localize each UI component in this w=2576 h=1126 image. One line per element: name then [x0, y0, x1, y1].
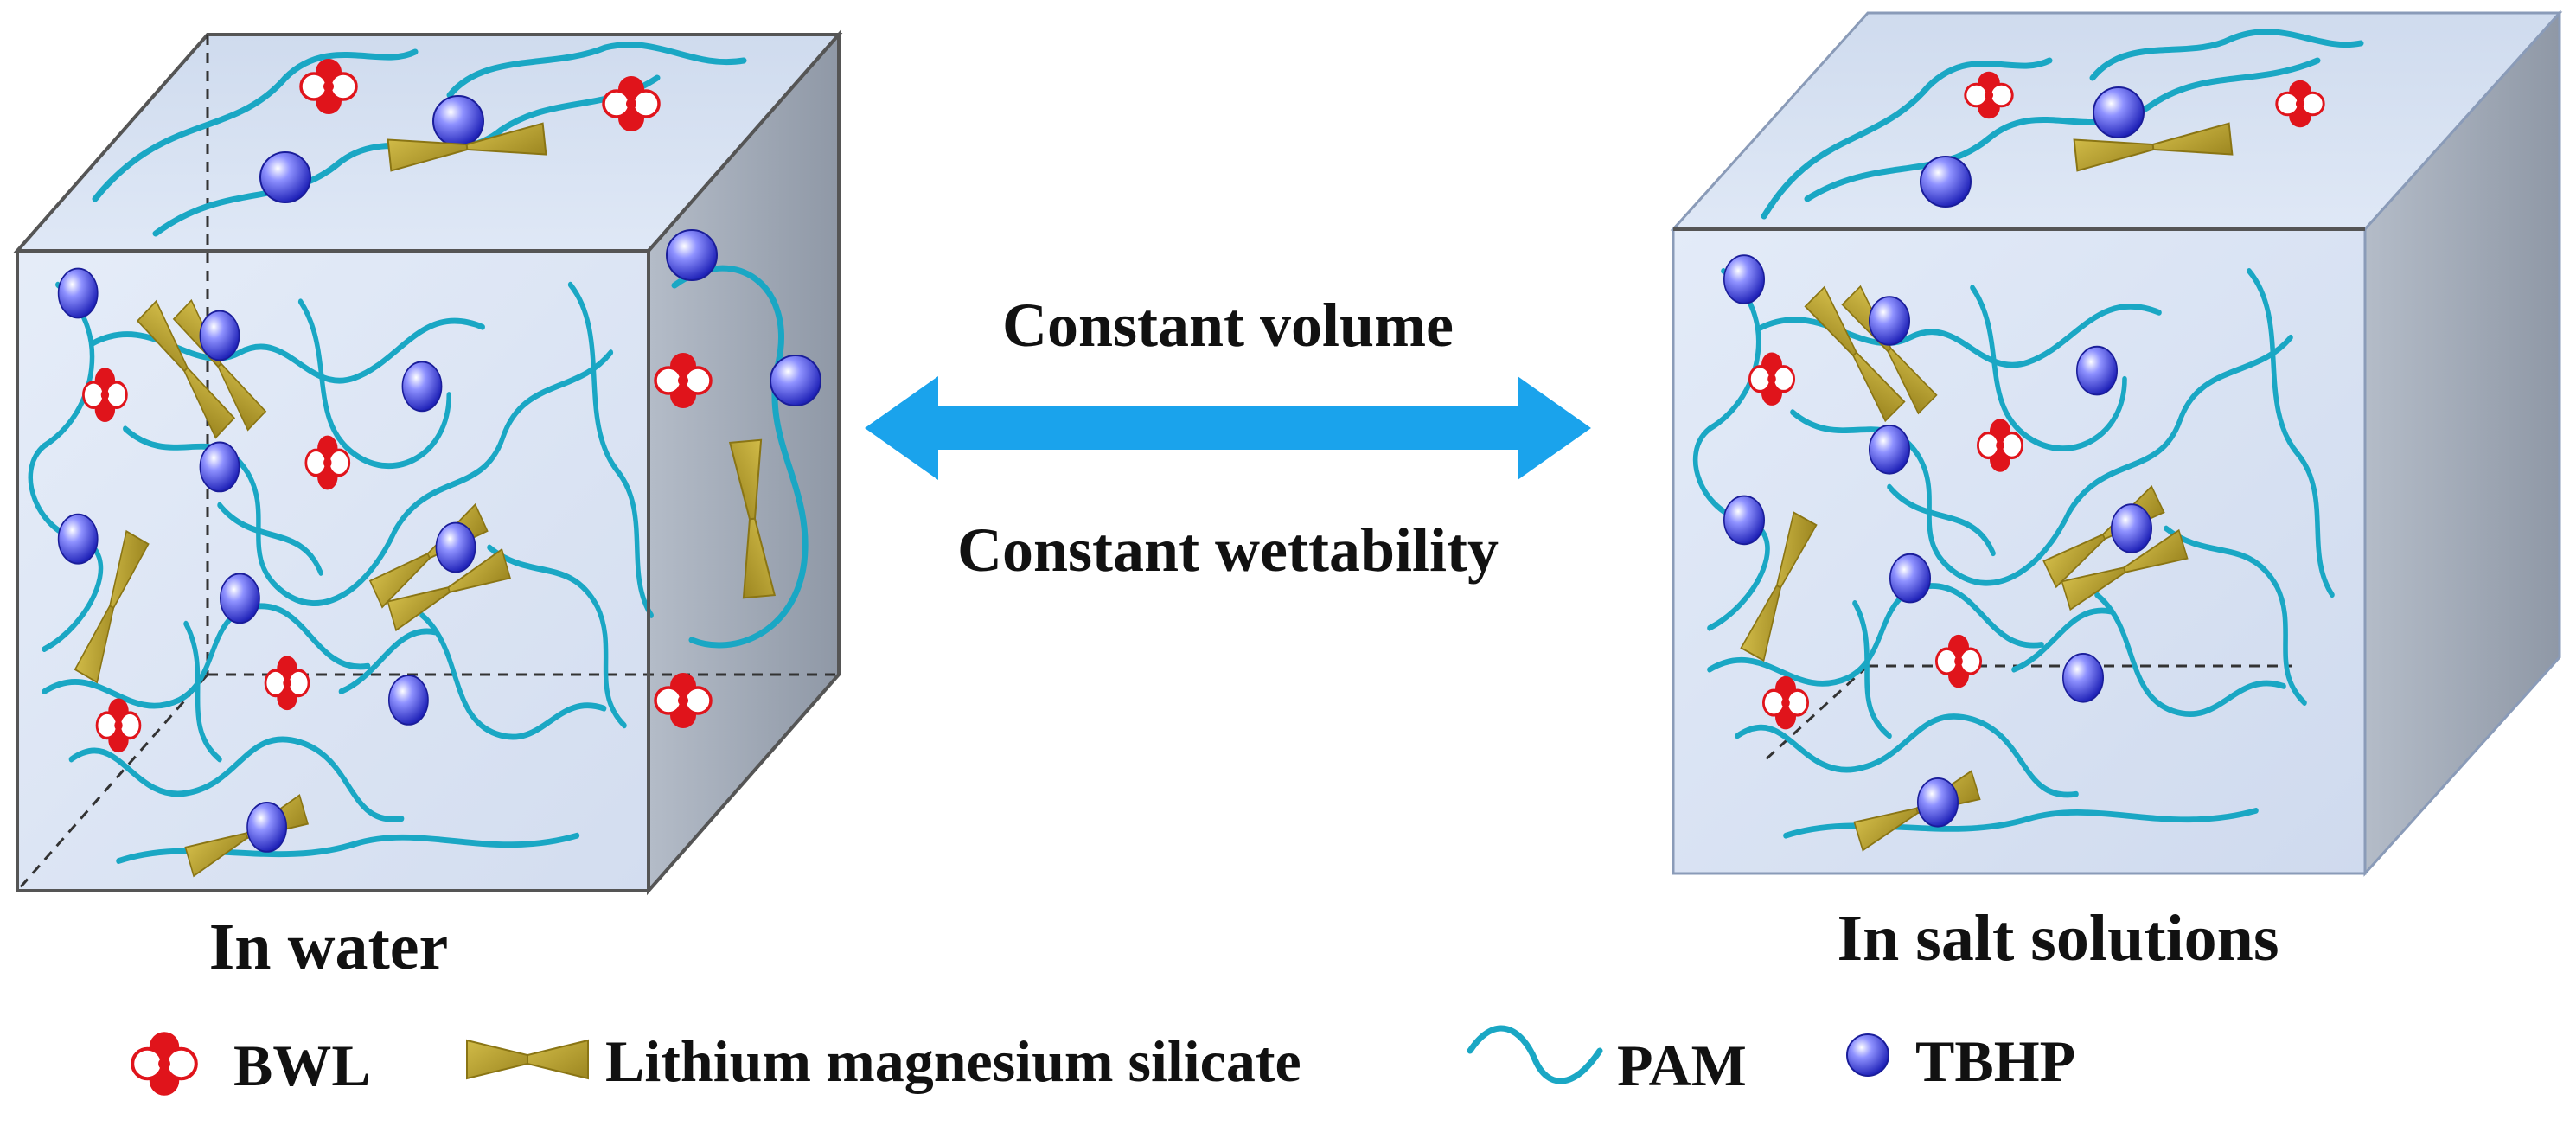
legend-label-pam: PAM — [1617, 1033, 1747, 1098]
legend-item-lithium-magnesium-silicate: Lithium magnesium silicate — [466, 1028, 1301, 1094]
legend: BWL Lithium magnesium silicate PAM TBHP — [132, 1025, 2075, 1098]
arrow-label-bottom: Constant wettability — [957, 515, 1499, 585]
cube-in-salt-solutions — [1670, 10, 2563, 877]
legend-item-bwl: BWL — [132, 1032, 371, 1098]
legend-item-pam: PAM — [1467, 1025, 1747, 1098]
lithium-magnesium-silicate-icon — [466, 1039, 589, 1080]
label-in-water: In water — [209, 911, 449, 983]
cube-in-water — [13, 29, 843, 896]
legend-label-lithium-magnesium-silicate: Lithium magnesium silicate — [605, 1028, 1301, 1094]
label-in-salt-solutions: In salt solutions — [1837, 902, 2279, 975]
bwl-icon — [132, 1032, 196, 1096]
double-arrow — [865, 376, 1591, 480]
legend-label-tbhp: TBHP — [1915, 1028, 2075, 1094]
tbhp-icon — [1846, 1033, 1889, 1077]
pam-icon — [1467, 1025, 1603, 1084]
arrow-label-top: Constant volume — [1002, 291, 1454, 360]
legend-item-tbhp: TBHP — [1846, 1028, 2075, 1094]
legend-label-bwl: BWL — [233, 1033, 371, 1098]
